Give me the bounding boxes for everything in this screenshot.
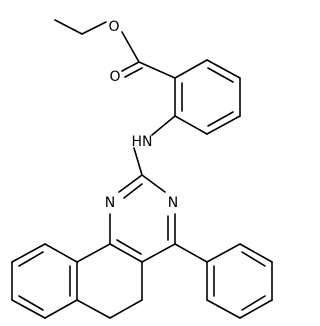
bond-carbonyl-to-ring [138,61,176,79]
benzo-bond-3 [11,299,46,319]
benzo-bond-6 [44,243,78,263]
phenyl-bond-4 [239,299,273,319]
phenyl-inner-bond-b [241,295,266,311]
ethyl-group [54,19,107,35]
bond-ester-oxygen-carbonyl [121,31,140,63]
dihydro-bond-c10a-c10b [76,243,111,263]
bond-methyl-methylene [54,19,83,35]
phenyl-bond-1 [206,243,241,263]
phenyl-substituent [174,243,273,319]
amine-nh-label: HN [132,134,153,150]
benzo-ring [11,243,78,319]
ring-nitrogen-left-label: N [105,195,115,211]
dihydro-ring [76,243,143,319]
pyrimidine-bond-n1-c2 [118,174,143,193]
pyrimidine-bond-c4a-c10b [109,243,143,263]
benzoate-ring [174,59,241,135]
benzoate-bond-2 [206,59,241,79]
bond-carbonyl-double-1 [121,61,140,72]
bond-methylene-ester-oxygen [81,21,107,35]
phenyl-inner-bond-a [241,251,266,267]
bond-carbonyl-double-2 [124,67,143,78]
bond-ring-to-nh [151,115,176,136]
benzoate-inner-bond-b [207,111,234,127]
ring-nitrogen-right-label: N [168,195,178,211]
ester-ether-oxygen-label: O [108,19,119,35]
pyrimidine-ring [109,174,176,263]
benzoate-bond-5 [174,115,208,135]
amine-linker [133,115,176,176]
dihydro-bond-c6-c6a [76,299,111,319]
carbonyl-oxygen-label: O [109,69,120,85]
benzo-bond-5 [11,243,46,263]
phenyl-bond-5 [206,299,241,319]
benzoate-bond-1 [174,59,208,79]
benzoate-inner-bond-a [207,67,234,83]
chemical-structure: O O HN N N [11,19,273,319]
phenyl-bond-2 [239,243,273,263]
pyrimidine-bond-n1-c2-inner [123,183,143,199]
bond-nh-to-pyrimidine [133,147,143,176]
ester-group [121,31,176,79]
benzo-inner-bond-b [18,295,44,311]
benzoate-bond-4 [206,115,241,135]
benzo-inner-bond-c [18,251,44,267]
bond-c4-to-phenyl [174,243,208,263]
pyrimidine-bond-c4-c4a [141,243,176,263]
benzo-bond-2 [44,299,78,319]
dihydro-bond-c5-c6 [109,299,143,319]
pyrimidine-bond-c4a-c10b-inner [116,239,142,255]
pyrimidine-bond-c2-n3 [141,174,166,193]
